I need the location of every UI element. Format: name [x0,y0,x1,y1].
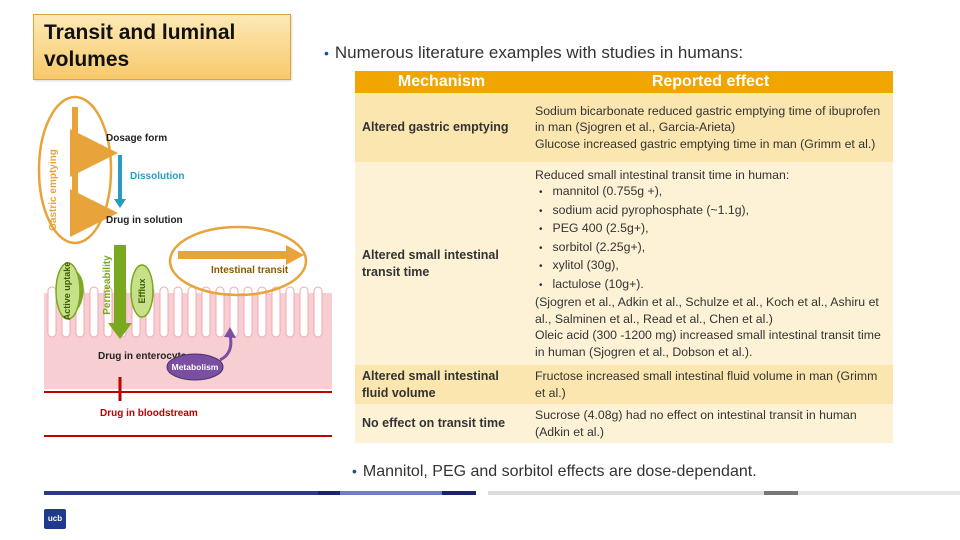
dissolution-label: Dissolution [130,171,184,182]
effect-cell: Sucrose (4.08g) had no effect on intesti… [528,404,893,443]
list-item: xylitol (30g), [539,257,889,276]
slide-title: Transit and luminal volumes [33,14,291,80]
table-row: No effect on transit time Sucrose (4.08g… [355,404,893,443]
absorption-diagram: Gastric emptying Dosage form Dissolution… [37,95,332,437]
table-row: Altered gastric emptying Sodium bicarbon… [355,93,893,162]
bullet-dot-icon: • [352,463,357,479]
effect-cell: Sodium bicarbonate reduced gastric empty… [528,93,893,162]
footer-bar-dark [318,491,340,495]
efflux-icon [130,264,154,318]
intro-bullet-text: Numerous literature examples with studie… [334,43,744,62]
footer-bar-grey [488,491,764,495]
metabolism-label: Metabolism [172,362,219,372]
effect-extra: Oleic acid (300 -1200 mg) increased smal… [535,328,881,359]
intro-bullet: • Numerous literature examples with studi… [324,43,743,63]
footer-bar-blue [340,491,442,495]
mechanism-cell: Altered small intestinal fluid volume [355,365,528,404]
effect-line: Sodium bicarbonate reduced gastric empty… [535,103,881,135]
closing-bullet-text: Mannitol, PEG and sorbitol effects are d… [362,463,757,480]
efflux-label: Efflux [137,278,147,303]
closing-bullet: • Mannitol, PEG and sorbitol effects are … [352,463,757,481]
list-item: mannitol (0.755g +), [539,183,889,202]
list-item: PEG 400 (2.5g+), [539,220,889,239]
footer-bar-navy [44,491,318,495]
intestinal-transit-label: Intestinal transit [211,265,289,276]
footer-bar-light-grey [798,491,960,495]
header-mechanism: Mechanism [355,71,528,93]
substance-list: mannitol (0.755g +), sodium acid pyropho… [535,183,889,294]
table-row: Altered small intestinal fluid volume Fr… [355,365,893,404]
intestinal-transit-ellipse [168,225,308,297]
footer-bar-dark-grey [764,491,798,495]
mechanism-cell: Altered gastric emptying [355,93,528,162]
logo-text: ucb [47,514,63,523]
gastric-emptying-label: Gastric emptying [48,149,59,231]
header-reported-effect: Reported effect [528,71,893,93]
effect-intro: Reduced small intestinal transit time in… [535,167,790,182]
effect-cell: Reduced small intestinal transit time in… [528,162,893,365]
table-header-row: Mechanism Reported effect [355,71,893,93]
permeability-arrow-icon [114,245,126,325]
gastric-emptying-arrow-icon [70,107,118,237]
mechanism-effect-table: Mechanism Reported effect Altered gastri… [355,71,893,443]
list-item: lactulose (10g+). [539,276,889,295]
drug-in-solution-label: Drug in solution [106,215,183,226]
table-row: Altered small intestinal transit time Re… [355,162,893,365]
mechanism-cell: Altered small intestinal transit time [355,162,528,365]
drug-in-enterocyte-label: Drug in enterocyte [98,351,187,362]
effect-refs: (Sjogren et al., Adkin et al., Schulze e… [535,295,879,326]
metabolism-icon [166,353,224,381]
list-item: sorbitol (2.25g+), [539,239,889,258]
bullet-dot-icon: • [324,45,329,61]
dosage-form-label: Dosage form [106,133,167,144]
ucb-logo: ucb [44,509,66,529]
effect-cell: Fructose increased small intestinal flui… [528,365,893,404]
list-item: sodium acid pyrophosphate (~1.1g), [539,202,889,221]
drug-in-bloodstream-label: Drug in bloodstream [100,408,198,419]
active-uptake-label: Active uptake [62,262,72,321]
effect-line: Glucose increased gastric emptying time … [535,136,876,151]
mechanism-cell: No effect on transit time [355,404,528,443]
footer-bar-dark-2 [442,491,476,495]
permeability-label: Permeability [102,255,113,315]
